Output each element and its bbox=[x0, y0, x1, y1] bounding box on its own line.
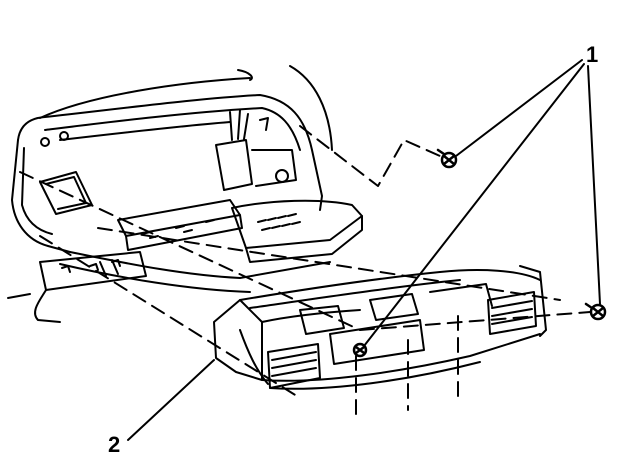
dash-carrier bbox=[7, 65, 363, 323]
screw-right bbox=[584, 302, 607, 321]
alignment-lines bbox=[19, 125, 591, 419]
callout-label-1: 1 bbox=[586, 42, 599, 67]
instrument-panel bbox=[213, 265, 547, 390]
screw-panel bbox=[352, 342, 368, 358]
fasteners bbox=[352, 148, 607, 358]
screw-upper bbox=[436, 148, 458, 169]
callout-label-2: 2 bbox=[108, 432, 121, 457]
leader-lines bbox=[127, 59, 601, 441]
